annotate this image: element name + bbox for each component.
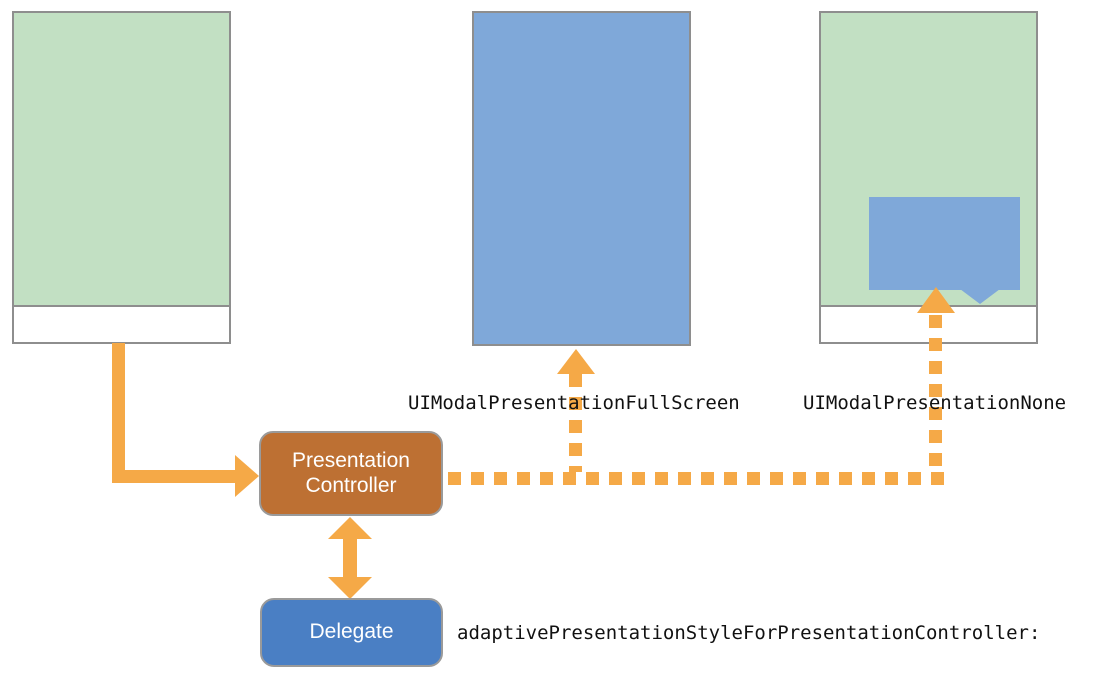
fullscreen-presented-content	[474, 13, 689, 344]
popover-view	[869, 197, 1020, 290]
popover-caret-icon	[960, 289, 1000, 304]
presentation-controller-node: Presentation Controller	[259, 431, 443, 516]
dashed-arrow-fullscreen-segment	[569, 374, 582, 472]
double-arrowhead-down-icon	[328, 577, 372, 599]
delegate-method-label: adaptivePresentationStyleForPresentation…	[457, 622, 1041, 644]
source-screen	[12, 11, 231, 344]
source-screen-content	[14, 13, 229, 305]
dashed-arrowhead-fullscreen-icon	[557, 349, 595, 374]
double-arrowhead-up-icon	[328, 517, 372, 539]
source-screen-bottom-bar	[14, 305, 229, 342]
presentation-controller-label-line2: Controller	[305, 473, 397, 497]
dashed-arrow-horizontal-segment	[448, 472, 945, 485]
dashed-arrow-popover-segment	[929, 315, 942, 472]
fullscreen-presented-screen	[472, 11, 691, 346]
solid-arrow-vertical-segment	[112, 343, 125, 483]
fullscreen-style-label: UIModalPresentationFullScreen	[408, 392, 740, 414]
delegate-node: Delegate	[260, 598, 443, 667]
double-arrow-shaft	[343, 534, 357, 582]
none-style-label: UIModalPresentationNone	[803, 392, 1067, 414]
solid-arrowhead-right-icon	[235, 455, 259, 497]
dashed-arrowhead-popover-icon	[917, 287, 955, 313]
solid-arrow-horizontal-segment	[112, 470, 236, 483]
delegate-label: Delegate	[309, 620, 394, 644]
presentation-controller-label-line1: Presentation	[292, 448, 410, 472]
